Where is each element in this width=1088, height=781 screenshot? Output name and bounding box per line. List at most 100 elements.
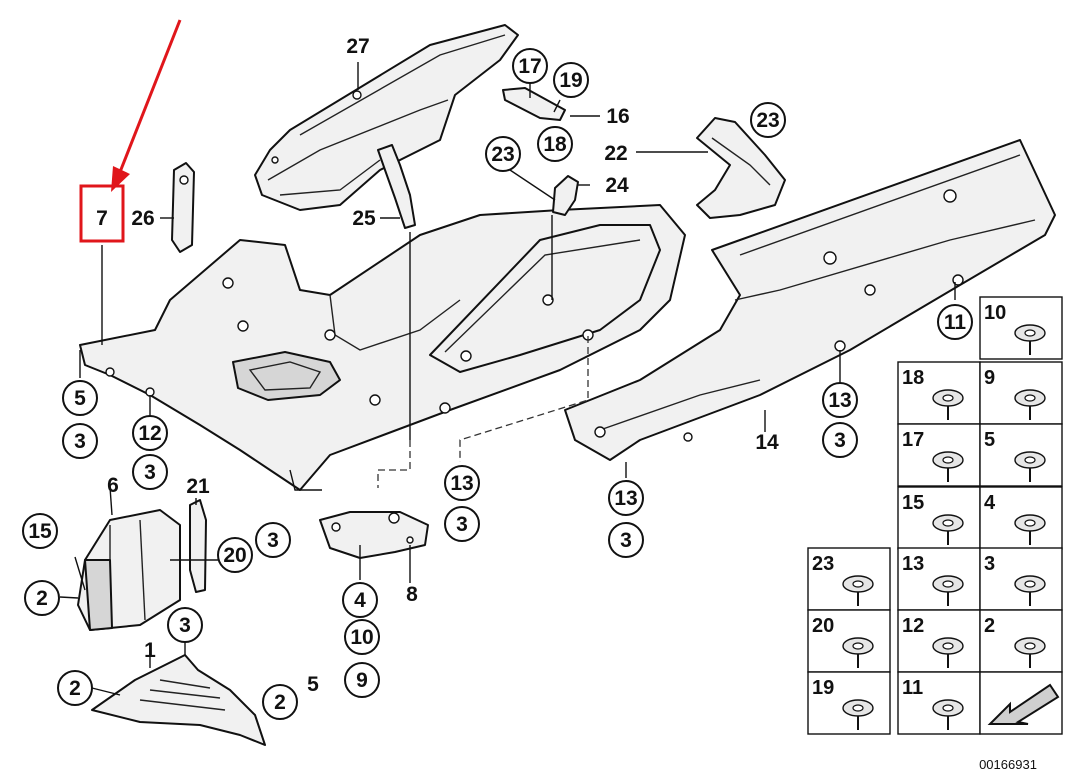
callout-label: 11 [944,311,967,334]
hardware-cell-label: 3 [984,553,995,575]
hardware-cell-23: 23 [807,547,891,611]
callout-label: 21 [186,475,210,498]
fastener-icon [1014,637,1046,668]
callout-label: 3 [74,430,86,453]
callout-circle [750,102,786,138]
callout-label: 7 [96,207,108,230]
callout-label: 25 [352,207,376,230]
callout-label: 4 [354,589,366,612]
callout-20: 20 [217,537,253,573]
callout-label: 3 [179,614,191,637]
callout-label: 2 [69,677,81,700]
callout-3: 3 [167,607,203,643]
callout-2: 2 [24,580,60,616]
fastener-icon [932,389,964,420]
part-21-bracket [189,499,207,593]
callout-label: 13 [614,487,637,510]
hardware-cell-label: 20 [812,615,834,637]
hardware-cell-frame [807,671,891,735]
part-1-front-guard [91,654,266,746]
callout-label: 15 [28,520,52,543]
callout-27: 27 [346,35,369,58]
part-27-heat-shield [254,24,519,211]
hardware-cell-20: 20 [807,609,891,673]
part-25-bracket [377,144,416,229]
hardware-cell-label: 18 [902,367,924,389]
callout-circle [512,48,548,84]
callout-label: 18 [543,133,567,156]
part-6-air-duct [77,509,181,631]
callout-4: 4 [342,582,378,618]
callout-7: 7 [96,207,108,230]
hardware-cell-17: 17 [897,423,981,487]
callout-circle [132,415,168,451]
callout-label: 6 [107,474,119,497]
part-14-rear-underbody-panel [564,139,1056,461]
callout-circle [132,454,168,490]
callout-14: 14 [755,431,779,454]
callout-label: 3 [834,429,846,452]
callout-circle [342,582,378,618]
part-26-bracket [171,162,195,253]
callout-label: 23 [491,143,514,166]
callout-5: 5 [307,673,319,696]
callout-circle [167,607,203,643]
hardware-cell-label: 19 [812,677,834,699]
callout-label: 3 [620,529,632,552]
callout-label: 14 [755,431,779,454]
callout-circle [217,537,253,573]
callout-9: 9 [344,662,380,698]
hardware-cell-12: 12 [897,609,981,673]
callout-22: 22 [604,142,627,165]
callout-circle [822,422,858,458]
diagram-id: 00166931 [979,757,1037,772]
callout-label: 17 [518,55,541,78]
callout-2: 2 [57,670,93,706]
callout-circle [344,662,380,698]
callout-circle [62,380,98,416]
callout-label: 3 [144,461,156,484]
hardware-cell-10: 10 [979,296,1063,360]
hardware-cell-label: 17 [902,429,924,451]
callout-label: 22 [604,142,627,165]
callout-circle [608,480,644,516]
callout-10: 10 [344,619,380,655]
callout-26: 26 [131,207,154,230]
callout-label: 8 [406,583,418,606]
callout-6: 6 [107,474,119,497]
hardware-cell-label: 4 [984,492,996,514]
fastener-icon [1014,575,1046,606]
callout-circle [553,62,589,98]
callout-19: 19 [553,62,589,98]
callout-3: 3 [822,422,858,458]
callout-circle [537,126,573,162]
callout-24: 24 [605,174,629,197]
callout-16: 16 [606,105,629,128]
callout-circle [937,304,973,340]
callout-label: 20 [223,544,246,567]
callout-label: 9 [356,669,368,692]
callout-label: 1 [144,639,156,662]
highlight-annotation [79,19,182,243]
callout-11: 11 [937,304,973,340]
hardware-cell-18: 18 [897,361,981,425]
callout-12: 12 [132,415,168,451]
hardware-cell-label: 23 [812,553,834,575]
hardware-cell-label: 9 [984,367,995,389]
hardware-cell-label: 13 [902,553,924,575]
callout-13: 13 [444,465,480,501]
callout-label: 3 [267,529,279,552]
hardware-cell-2: 2 [979,609,1063,673]
hardware-cell-label: 11 [902,677,923,699]
hardware-cell-13: 13 [897,547,981,611]
part-24-bracket [552,175,579,216]
callout-8: 8 [406,583,418,606]
fastener-icon [1014,389,1046,420]
part-22-bracket [696,117,786,219]
fastener-icon [842,637,874,668]
callout-3: 3 [62,423,98,459]
hardware-cell-label: 10 [984,302,1006,324]
callout-23: 23 [485,136,521,172]
